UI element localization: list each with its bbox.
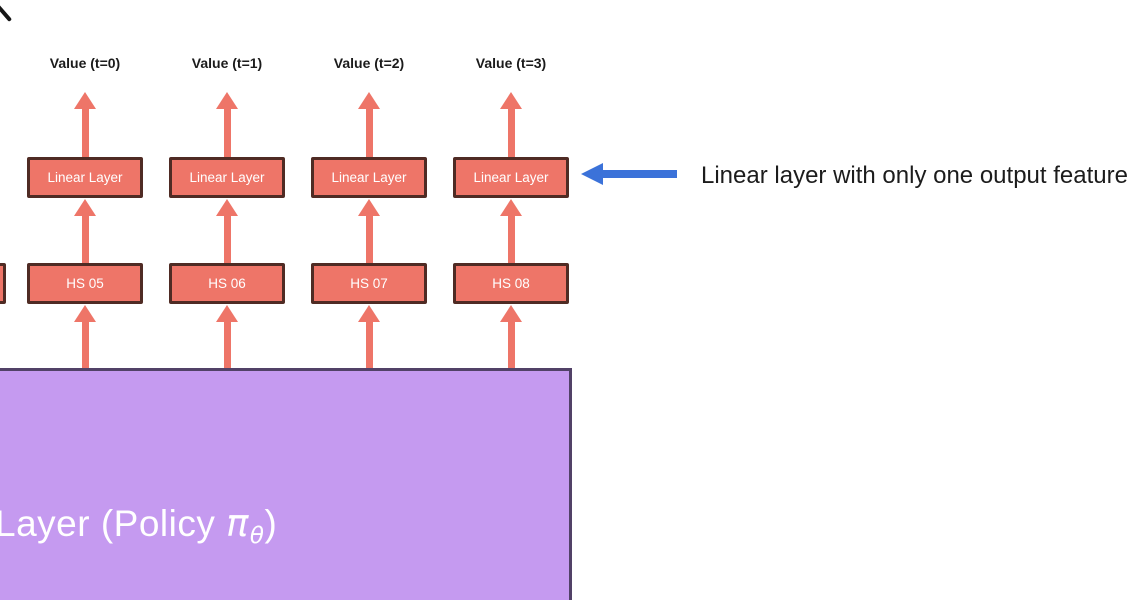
arrow-hs-to-linear-icon <box>74 199 96 263</box>
arrow-linear-to-value-icon <box>500 92 522 157</box>
linear-layer-box: Linear Layer <box>311 157 427 198</box>
arrow-head <box>358 199 380 216</box>
arrow-shaft <box>223 107 231 157</box>
arrow-shaft <box>223 320 231 368</box>
arrow-shaft <box>81 214 89 263</box>
arrow-head <box>358 92 380 109</box>
value-output-label: Value (t=0) <box>49 55 121 71</box>
value-output-label: Value (t=2) <box>333 55 405 71</box>
arrow-head <box>500 305 522 322</box>
arrow-policy-to-hs-icon <box>358 305 380 368</box>
policy-label-suffix: ) <box>264 503 278 544</box>
arrow-head <box>500 199 522 216</box>
arrow-head <box>500 92 522 109</box>
arrow-policy-to-hs-icon <box>500 305 522 368</box>
arrow-shaft <box>365 320 373 368</box>
hidden-state-label: HS 07 <box>350 276 388 291</box>
policy-label-prefix: Layer (Policy <box>0 503 227 544</box>
linear-layer-label: Linear Layer <box>473 170 549 185</box>
arrow-head <box>216 92 238 109</box>
hidden-state-box: HS 07 <box>311 263 427 304</box>
arrow-hs-to-linear-icon <box>216 199 238 263</box>
arrow-shaft <box>365 107 373 157</box>
arrow-head <box>358 305 380 322</box>
arrow-hs-to-linear-icon <box>358 199 380 263</box>
linear-layer-box: Linear Layer <box>27 157 143 198</box>
linear-layer-label: Linear Layer <box>331 170 407 185</box>
linear-layer-label: Linear Layer <box>47 170 123 185</box>
pi-symbol: π <box>226 502 249 545</box>
linear-layer-box: Linear Layer <box>169 157 285 198</box>
annotation-arrow-shaft <box>600 170 677 178</box>
arrow-shaft <box>223 214 231 263</box>
partial-hidden-state-box <box>0 263 6 304</box>
annotation-arrow-icon <box>581 163 603 185</box>
arrow-shaft <box>507 214 515 263</box>
arrow-shaft <box>365 214 373 263</box>
arrow-head <box>74 305 96 322</box>
arrow-linear-to-value-icon <box>358 92 380 157</box>
hidden-state-label: HS 06 <box>208 276 246 291</box>
linear-layer-box: Linear Layer <box>453 157 569 198</box>
arrow-head <box>74 199 96 216</box>
arrow-shaft <box>81 107 89 157</box>
hidden-state-box: HS 08 <box>453 263 569 304</box>
arrow-head <box>216 199 238 216</box>
value-column-t1: Value (t=1) Linear Layer HS 06 <box>169 0 285 600</box>
arrow-shaft <box>507 320 515 368</box>
value-column-t0: Value (t=0) Linear Layer HS 05 <box>27 0 143 600</box>
arrow-policy-to-hs-icon <box>216 305 238 368</box>
value-column-t3: Value (t=3) Linear Layer HS 08 <box>453 0 569 600</box>
arrow-shaft <box>507 107 515 157</box>
hidden-state-box: HS 06 <box>169 263 285 304</box>
arrow-head <box>216 305 238 322</box>
arrow-linear-to-value-icon <box>74 92 96 157</box>
value-column-t2: Value (t=2) Linear Layer HS 07 <box>311 0 427 600</box>
policy-layer-box: Layer (Policy πθ) <box>0 368 572 600</box>
theta-subscript: θ <box>249 523 265 549</box>
annotation-text: Linear layer with only one output featur… <box>701 162 1128 189</box>
corner-stroke-mark <box>0 2 13 22</box>
arrow-head <box>74 92 96 109</box>
value-output-label: Value (t=3) <box>475 55 547 71</box>
arrow-linear-to-value-icon <box>216 92 238 157</box>
hidden-state-label: HS 08 <box>492 276 530 291</box>
value-output-label: Value (t=1) <box>191 55 263 71</box>
arrow-policy-to-hs-icon <box>74 305 96 368</box>
linear-layer-label: Linear Layer <box>189 170 265 185</box>
policy-layer-label: Layer (Policy πθ) <box>0 503 277 550</box>
arrow-shaft <box>81 320 89 368</box>
hidden-state-box: HS 05 <box>27 263 143 304</box>
hidden-state-label: HS 05 <box>66 276 104 291</box>
arrow-hs-to-linear-icon <box>500 199 522 263</box>
